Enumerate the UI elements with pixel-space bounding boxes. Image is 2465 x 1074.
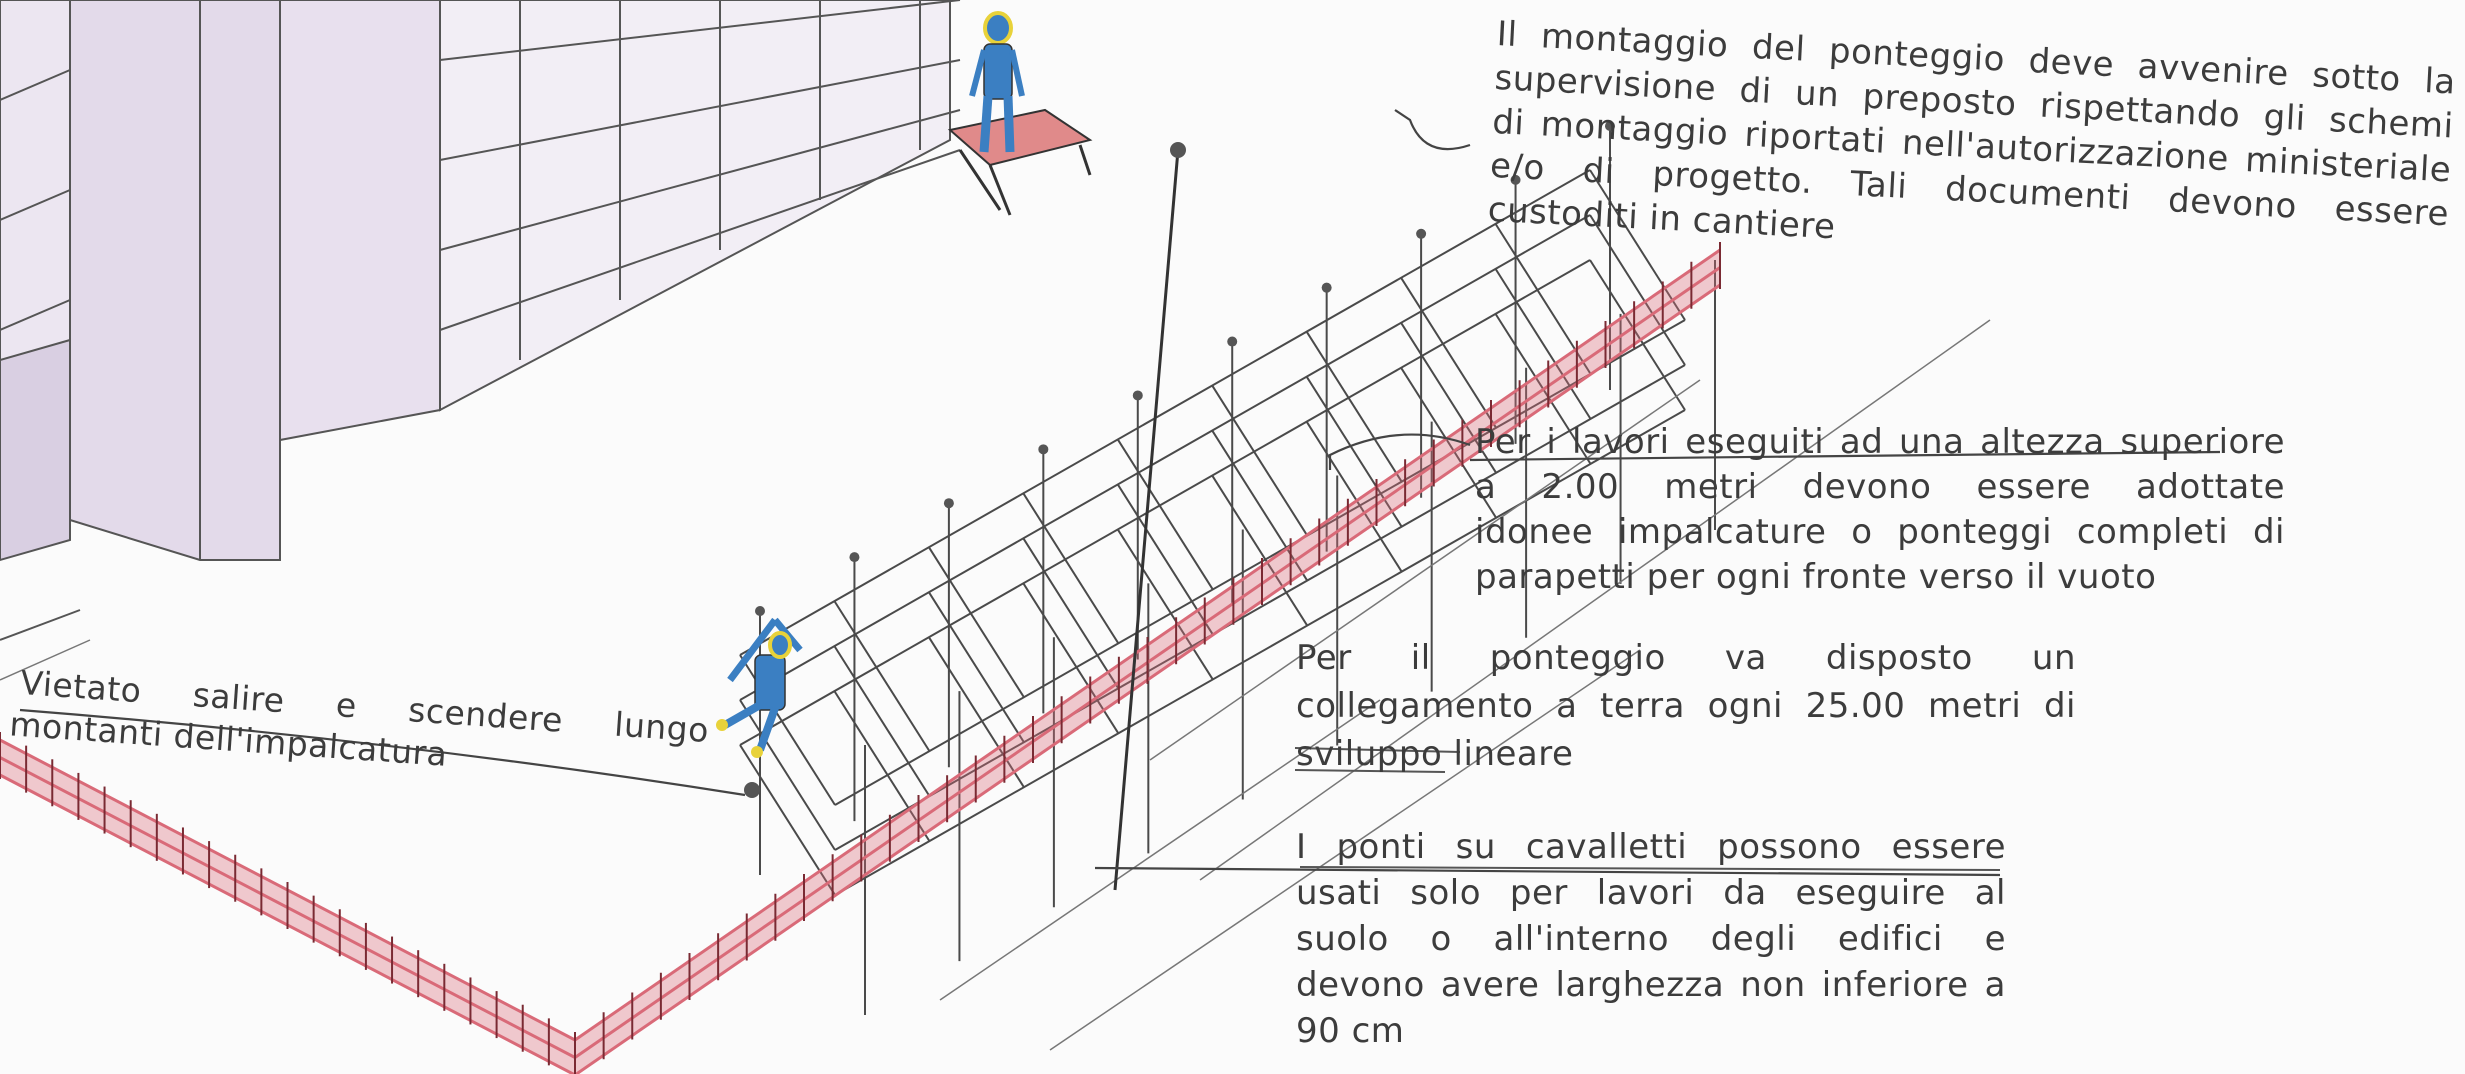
note-height-requirement: Per i lavori eseguiti ad una altezza sup… xyxy=(1475,420,2285,600)
scaffold-transom xyxy=(1589,214,1686,366)
note-line: Per i lavori eseguiti ad una altezza sup… xyxy=(1475,422,2285,462)
scaffold-pin xyxy=(1416,228,1427,239)
scaffold-pin xyxy=(755,606,765,616)
scaffold-transom xyxy=(1022,537,1120,689)
scaffold-ledger xyxy=(834,319,1686,806)
worker-on-trestle xyxy=(947,11,1093,216)
note-line: parapetti per ogni fronte verso il vuoto xyxy=(1475,557,2157,597)
note-line: usati solo per lavori da eseguire al xyxy=(1296,873,2006,913)
scaffold-transom xyxy=(1116,528,1214,680)
scaffold-transom xyxy=(1305,376,1403,528)
scaffold-structure xyxy=(739,121,1716,1015)
scaffold-pin xyxy=(1321,282,1332,293)
right-perimeter-fence xyxy=(574,242,1721,1074)
note-grounding-connection: Per il ponteggio va disposto un collegam… xyxy=(1296,634,2076,778)
scaffold-pin xyxy=(1038,444,1049,455)
scaffold-transom xyxy=(1400,322,1497,474)
scaffold-transom xyxy=(1211,385,1309,537)
scaffold-transom xyxy=(1494,268,1592,420)
scaffold-transom xyxy=(1589,259,1686,411)
scaffold-transom xyxy=(833,600,931,752)
note-line: Per il ponteggio va disposto un xyxy=(1296,638,2076,678)
scaffold-transom xyxy=(928,546,1025,698)
scaffold-transom xyxy=(833,645,931,797)
annotation-leader-lines xyxy=(19,109,2221,877)
left-perimeter-fence xyxy=(0,732,576,1074)
note-underlines xyxy=(1294,747,2001,871)
note-line: devono avere larghezza non inferiore a xyxy=(1296,965,2006,1005)
note-line: 90 cm xyxy=(1296,1011,1405,1051)
scaffold-transom xyxy=(1589,169,1686,321)
ground-guide-lines xyxy=(0,319,1991,1051)
scaffold-transom xyxy=(739,699,836,851)
note-line: a 2.00 metri devono essere adottate xyxy=(1475,467,2285,507)
scaffold-pin xyxy=(849,552,860,563)
scaffold-transom xyxy=(1022,582,1120,734)
scaffold-ledger xyxy=(739,259,1591,746)
note-line: I ponti su cavalletti possono essere xyxy=(1296,827,2006,867)
grounding-rod xyxy=(1113,142,1186,891)
building xyxy=(0,0,961,641)
scaffold-transom xyxy=(1305,331,1403,483)
note-line: sviluppo lineare xyxy=(1296,734,1574,774)
scaffold-pin xyxy=(1605,121,1615,131)
note-line: collegamento a terra ogni 25.00 metri di xyxy=(1296,686,2076,726)
worker-climbing-scaffold xyxy=(716,617,803,798)
note-trestle-bridges: I ponti su cavalletti possono essere usa… xyxy=(1296,824,2006,1054)
scaffold-transom xyxy=(833,690,931,842)
scaffold-transom xyxy=(1400,277,1497,429)
scaffold-pin xyxy=(943,498,954,509)
scaffold-transom xyxy=(1211,475,1309,627)
scaffold-pin xyxy=(1227,336,1238,347)
note-line: suolo o all'interno degli edifici e xyxy=(1296,919,2006,959)
scaffold-transom xyxy=(928,591,1025,743)
scaffold-pin xyxy=(1132,390,1143,401)
note-line: idonee impalcature o ponteggi completi d… xyxy=(1475,512,2285,552)
scaffold-transom xyxy=(1305,421,1403,573)
scaffold-ledger xyxy=(834,409,1686,896)
scaffold-ledger xyxy=(739,214,1591,701)
scaffold-transom xyxy=(1022,492,1120,644)
scaffold-transom xyxy=(928,636,1025,788)
scaffold-transom xyxy=(1116,438,1214,590)
scaffold-transom xyxy=(1400,367,1497,519)
scaffold-ledger xyxy=(739,169,1591,656)
scaffold-pin xyxy=(1510,174,1521,185)
